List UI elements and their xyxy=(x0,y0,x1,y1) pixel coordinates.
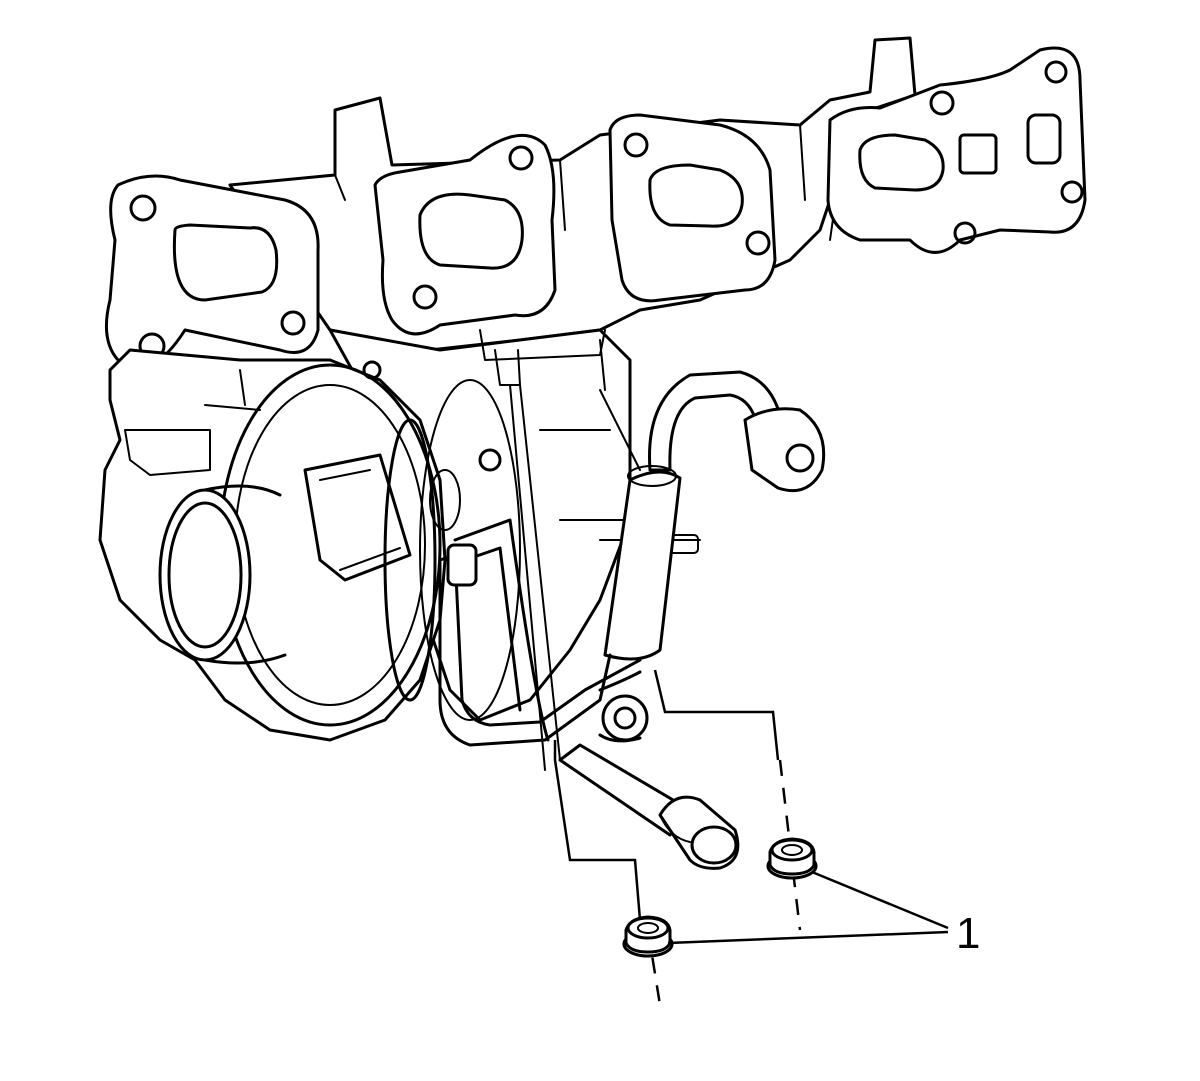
leader-line-nut-left xyxy=(667,930,949,945)
oil-drain-pipe xyxy=(446,448,740,870)
oil-feed-pipe xyxy=(438,370,826,747)
nut-left xyxy=(622,915,674,958)
nut-right xyxy=(766,837,818,880)
exhaust-manifold xyxy=(104,36,1087,370)
leader-line-nut-right xyxy=(811,870,949,930)
mounting-pad-outline xyxy=(553,669,780,921)
compressor-housing xyxy=(98,348,521,742)
callout-label-1: 1 xyxy=(956,909,980,958)
